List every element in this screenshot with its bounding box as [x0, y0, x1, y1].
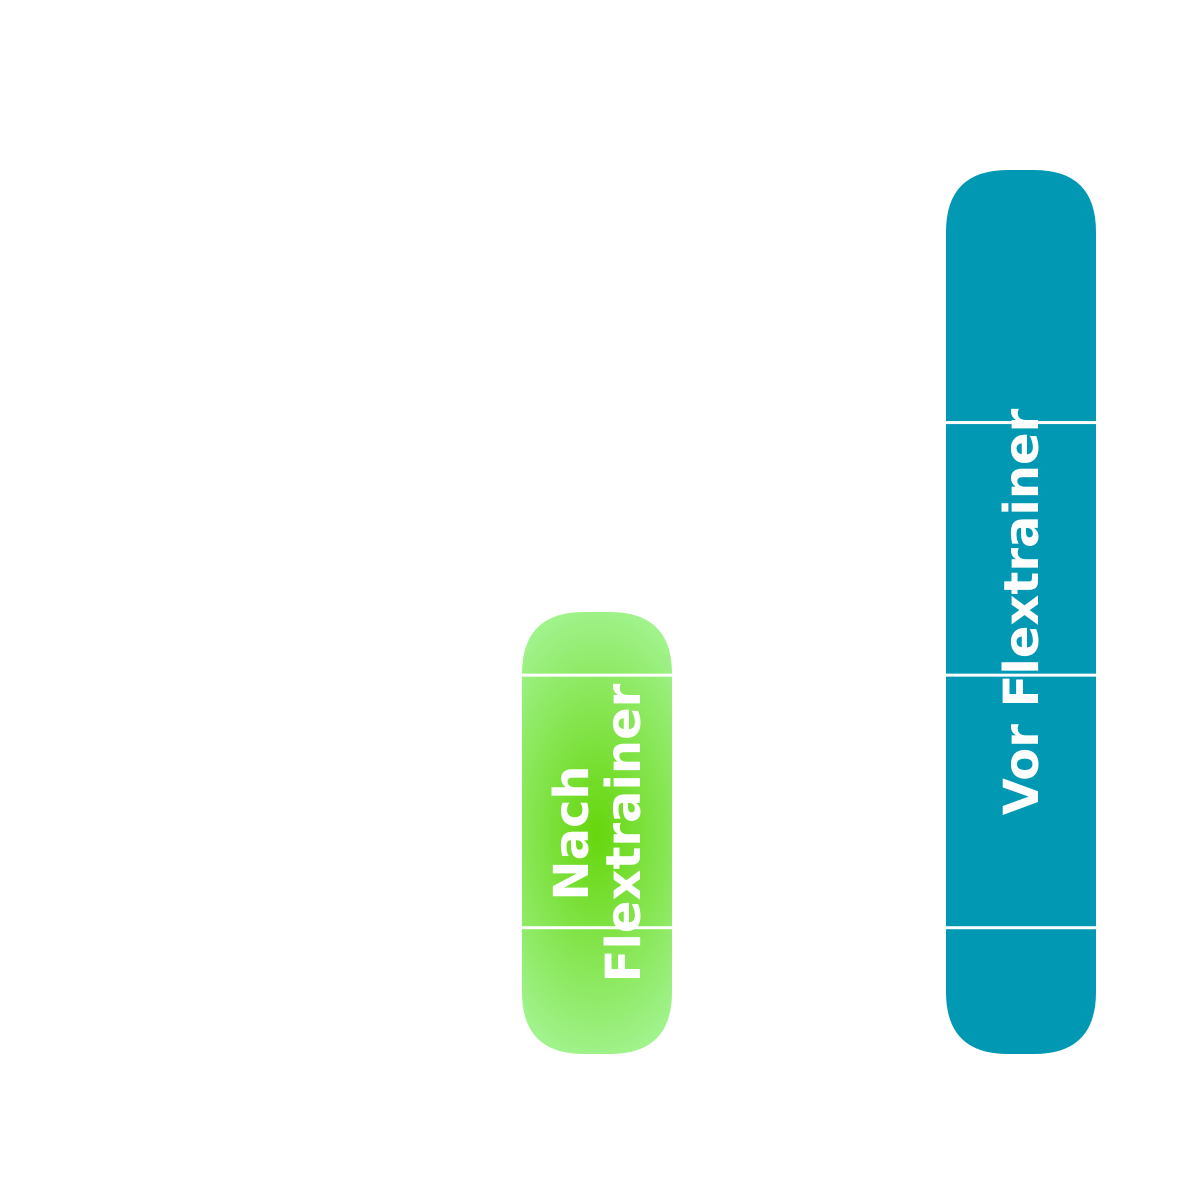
bar-label: Vor Flextrainer [994, 408, 1050, 815]
bar-label-line: Nach [544, 765, 600, 900]
bar-vor-flextrainer [946, 170, 1096, 1054]
bar-label: NachFlextrainer [544, 683, 652, 982]
gridline [522, 926, 672, 930]
gridline [946, 421, 1096, 425]
gridline [946, 673, 1096, 677]
bar-label-line: Flextrainer [596, 683, 652, 982]
bar-nach-flextrainer [522, 612, 672, 1054]
bar-label-line: Vor Flextrainer [994, 408, 1050, 815]
gridline [522, 673, 672, 677]
gridline [946, 926, 1096, 930]
